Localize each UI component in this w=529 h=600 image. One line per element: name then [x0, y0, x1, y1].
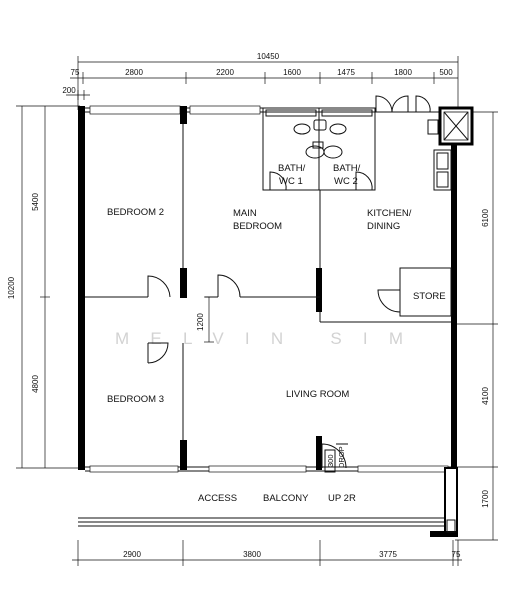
dim-left-seg-1: 5400 [31, 193, 40, 211]
label-bath-1b: WC 1 [279, 176, 303, 187]
bottom-dimensions: 2900 3800 3775 75 [72, 540, 462, 566]
kitchen-sink [433, 149, 452, 191]
dim-top-seg-2: 2800 [125, 68, 143, 77]
living-windows [89, 465, 449, 473]
label-drop-dim: 300 [326, 454, 335, 467]
dim-top-seg-3: 2200 [216, 68, 234, 77]
access-balcony-railing [78, 467, 458, 537]
dim-left-total: 10200 [7, 276, 16, 299]
label-bath-1a: BATH/ [278, 163, 306, 174]
label-main-bedroom-2: BEDROOM [233, 221, 282, 232]
label-up-2r: UP 2R [328, 493, 356, 504]
dim-bottom-seg-4: 75 [452, 550, 461, 559]
dim-top-seg-6: 1800 [394, 68, 412, 77]
dim-left-seg-2: 4800 [31, 375, 40, 393]
watermark: MELVIN SIM [115, 329, 405, 348]
label-bedroom-2: BEDROOM 2 [107, 207, 164, 218]
dim-right-seg-1: 6100 [481, 209, 490, 227]
dim-1200-marker [204, 296, 214, 343]
top-dimensions: 10450 75 2800 2200 1600 1475 1800 500 20… [62, 52, 459, 110]
dim-right-seg-3: 1700 [481, 490, 490, 508]
dim-top-seg-5: 1475 [337, 68, 355, 77]
bathroom-fixtures [265, 109, 373, 159]
label-kitchen-1: KITCHEN/ [367, 208, 412, 219]
dim-top-seg-7: 500 [439, 68, 453, 77]
dim-right-seg-2: 4100 [481, 387, 490, 405]
label-drop: DROP [337, 446, 346, 468]
dim-bottom-seg-3: 3775 [379, 550, 397, 559]
dim-top-seg-4: 1600 [283, 68, 301, 77]
label-bedroom-3: BEDROOM 3 [107, 394, 164, 405]
dim-bottom-seg-1: 2900 [123, 550, 141, 559]
label-kitchen-2: DINING [367, 221, 400, 232]
label-bath-2b: WC 2 [334, 176, 358, 187]
right-dimensions: 6100 4100 1700 [455, 111, 498, 541]
label-bath-2a: BATH/ [333, 163, 361, 174]
service-yard-doors [375, 95, 431, 113]
label-store: STORE [413, 291, 446, 302]
dim-bottom-seg-2: 3800 [243, 550, 261, 559]
label-dim-1200: 1200 [196, 313, 205, 331]
drop-marker [324, 443, 348, 473]
wall-piers [180, 106, 322, 470]
label-living-room: LIVING ROOM [286, 389, 349, 400]
left-dimensions: 10200 5400 4800 [7, 105, 80, 469]
label-balcony: BALCONY [263, 493, 309, 504]
label-main-bedroom-1: MAIN [233, 208, 257, 219]
dim-top-total: 10450 [257, 52, 280, 61]
dim-top-small: 200 [62, 86, 76, 95]
service-shaft [427, 106, 474, 146]
label-access: ACCESS [198, 493, 237, 504]
interior-partitions [85, 107, 452, 440]
doors [147, 171, 401, 469]
dim-top-seg-1: 75 [71, 68, 80, 77]
